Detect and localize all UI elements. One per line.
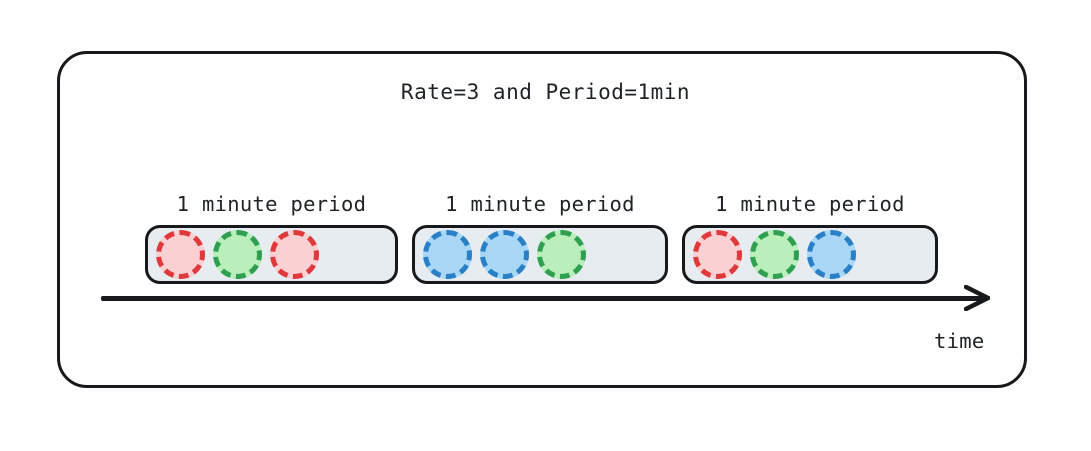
- time-axis-label: time: [934, 329, 985, 353]
- request-circle-blue: [480, 230, 529, 279]
- diagram-frame: [57, 51, 1027, 388]
- request-row-2: [412, 225, 668, 284]
- period-label-1: 1 minute period: [176, 192, 367, 216]
- request-circle-red: [693, 230, 742, 279]
- period-window-1: 1 minute period: [145, 192, 398, 284]
- time-axis-line: [101, 296, 987, 301]
- request-row-3: [682, 225, 938, 284]
- period-label-3: 1 minute period: [715, 192, 905, 216]
- request-circle-blue: [807, 230, 856, 279]
- request-row-1: [145, 225, 398, 284]
- arrow-right-icon: [964, 285, 990, 312]
- request-circle-green: [750, 230, 799, 279]
- period-window-3: 1 minute period: [682, 192, 938, 284]
- request-circle-green: [213, 230, 262, 279]
- request-circle-red: [156, 230, 205, 279]
- request-circle-red: [270, 230, 319, 279]
- period-window-2: 1 minute period: [412, 192, 668, 284]
- request-circle-blue: [423, 230, 472, 279]
- page-title: Rate=3 and Period=1min: [400, 80, 691, 104]
- time-axis: [101, 285, 990, 312]
- period-label-2: 1 minute period: [445, 192, 635, 216]
- request-circle-green: [537, 230, 586, 279]
